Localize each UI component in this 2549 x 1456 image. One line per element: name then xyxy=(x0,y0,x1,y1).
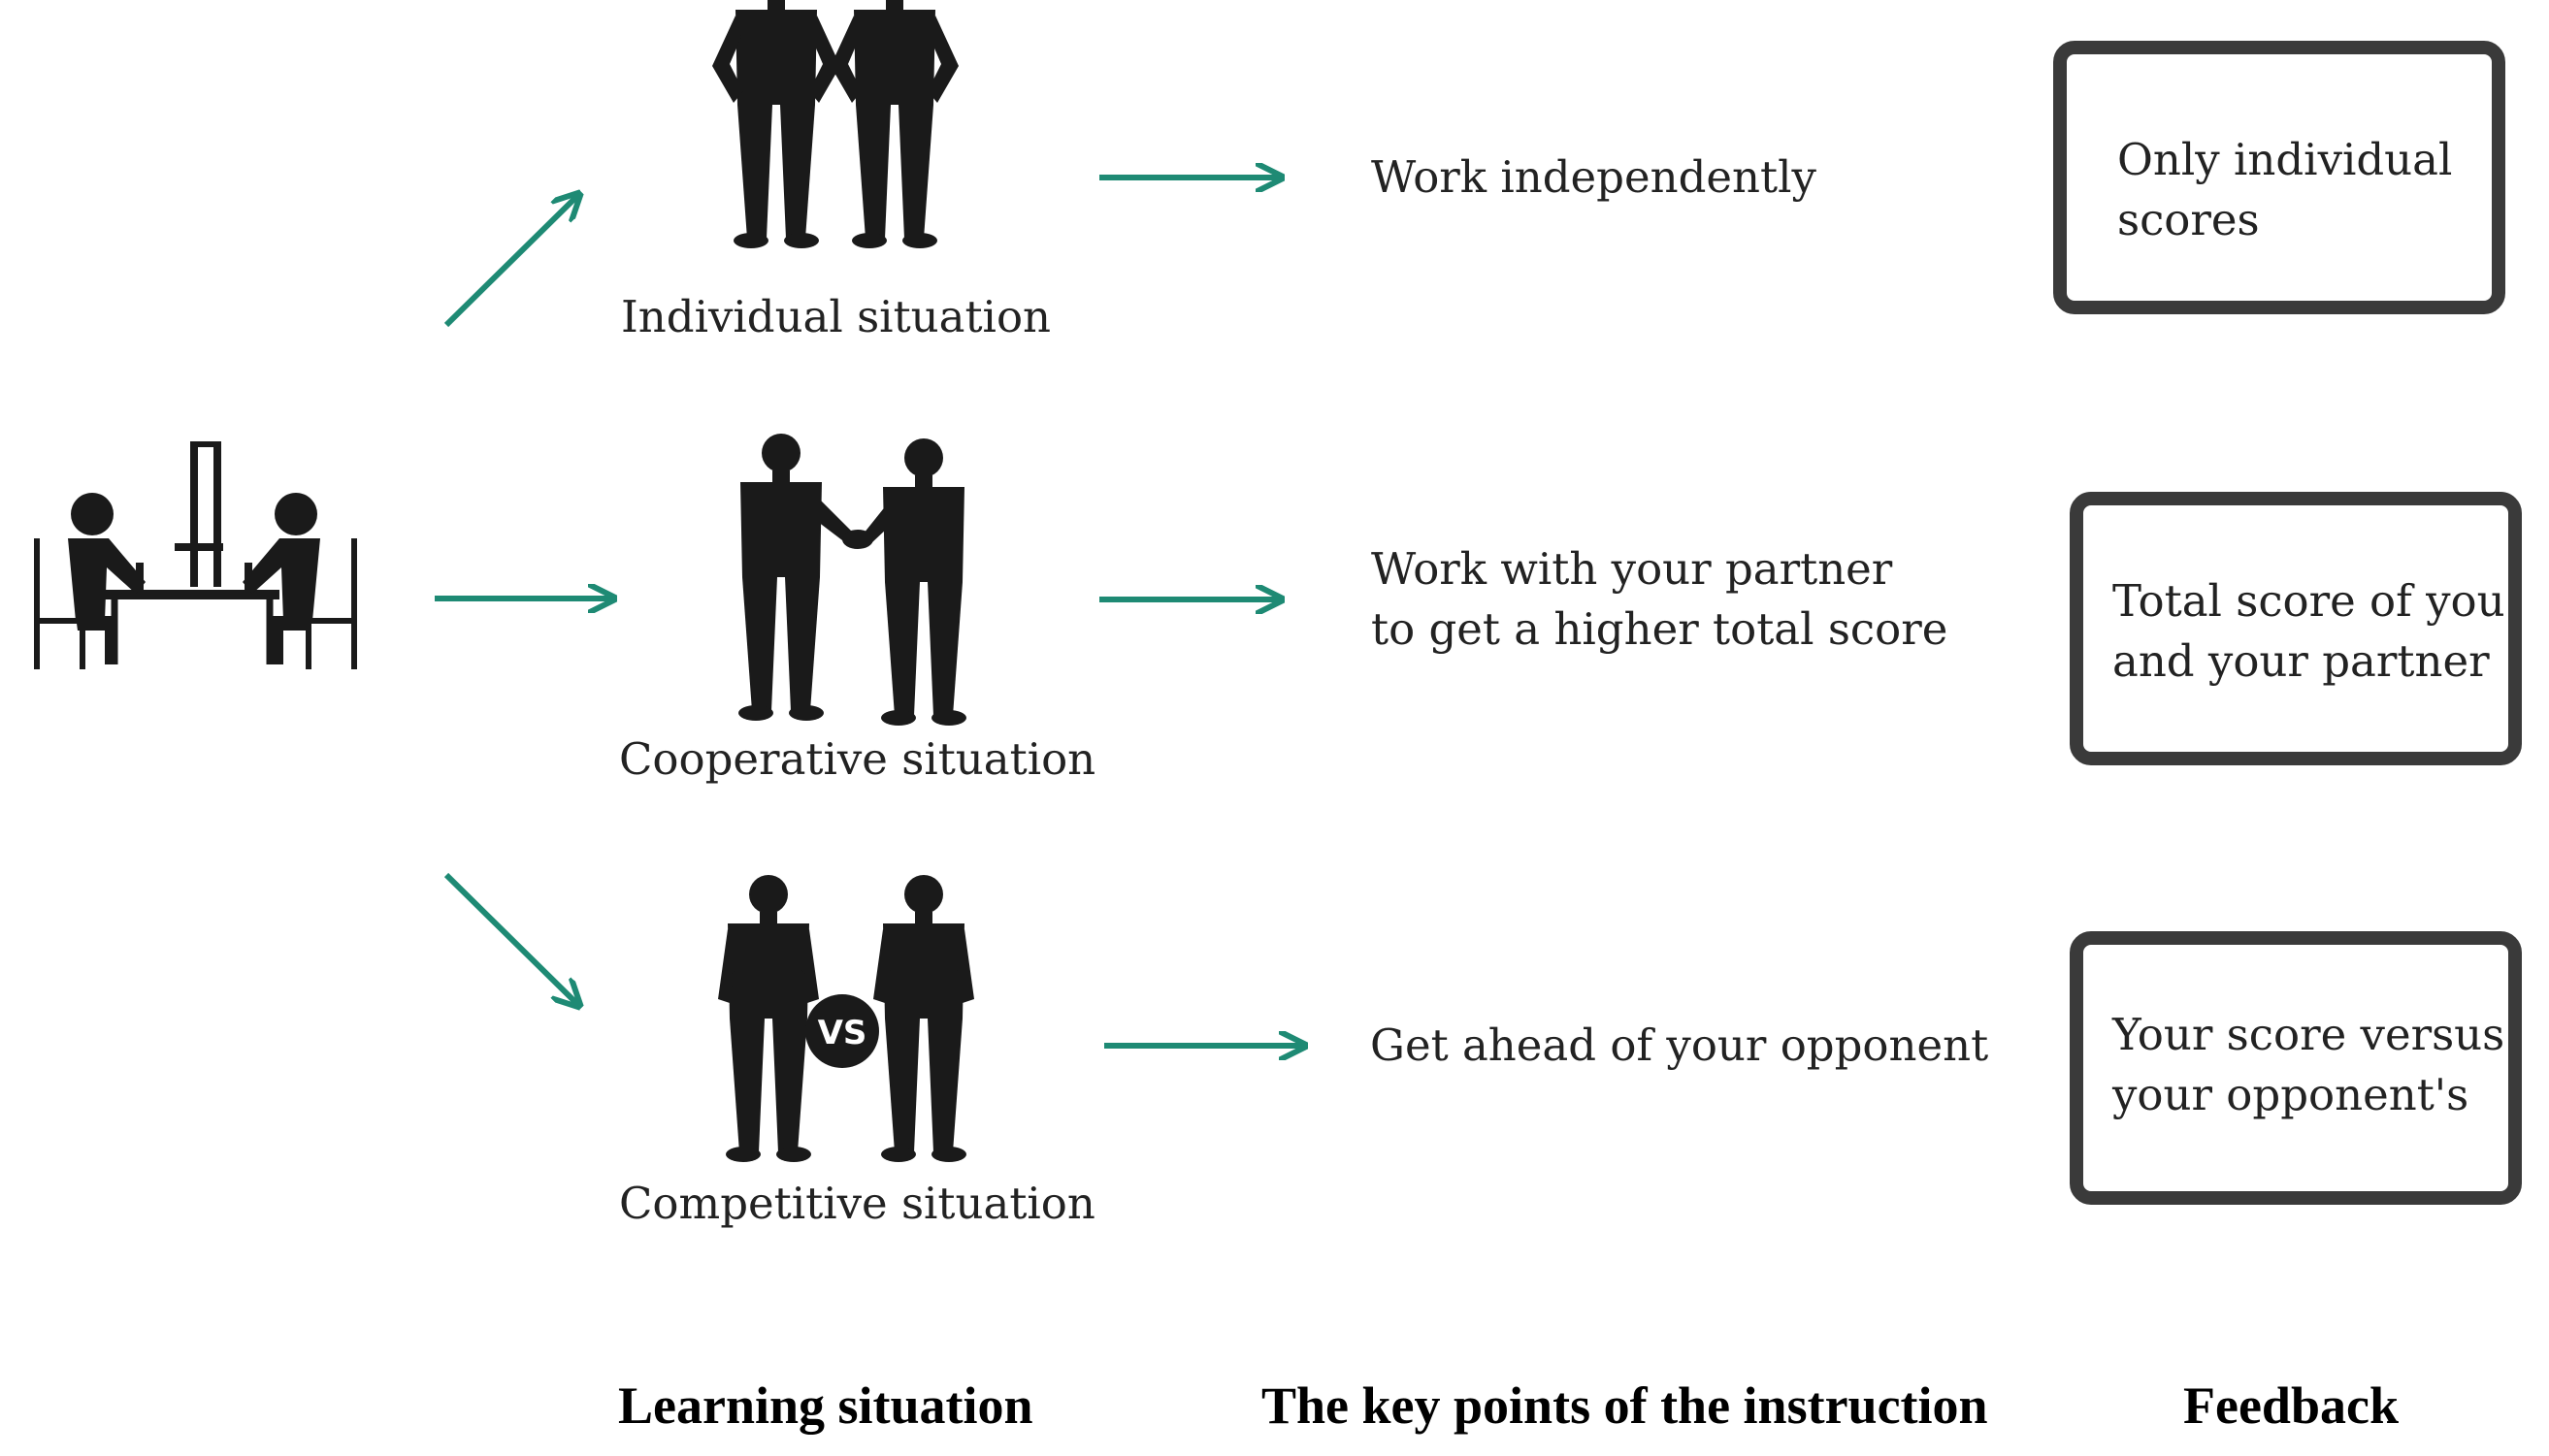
feedback-box-individual: Only individual scores xyxy=(2053,41,2505,314)
arrow-to-competitive xyxy=(443,872,577,1004)
feedback-box-cooperative: Total score of you and your partner xyxy=(2070,492,2522,765)
feedback-competitive-line-2: your opponent's xyxy=(2112,1069,2469,1120)
situation-label-individual: Individual situation xyxy=(621,291,1052,342)
situation-label-cooperative: Cooperative situation xyxy=(619,733,1096,785)
students-at-table-icon xyxy=(34,441,357,669)
header-feedback: Feedback xyxy=(2183,1376,2399,1435)
instruction-individual: Work independently xyxy=(1371,147,1816,208)
feedback-cooperative-line-2: and your partner xyxy=(2112,635,2490,687)
feedback-box-competitive: Your score versus your opponent's xyxy=(2070,931,2522,1205)
vs-badge-text: VS xyxy=(818,1014,867,1052)
two-businessmen-standing-icon xyxy=(712,0,959,248)
businessmen-versus-icon: VS xyxy=(718,875,974,1162)
instruction-competitive: Get ahead of your opponent xyxy=(1370,1016,1988,1076)
vs-badge xyxy=(805,994,879,1068)
header-key-points: The key points of the instruction xyxy=(1261,1376,1988,1435)
feedback-individual-line-2: scores xyxy=(2117,194,2260,245)
instruction-cooperative-line-2: to get a higher total score xyxy=(1371,603,1948,655)
situation-label-competitive: Competitive situation xyxy=(619,1178,1095,1229)
feedback-cooperative-line-1: Total score of you xyxy=(2112,575,2505,627)
feedback-individual-text: Only individual scores xyxy=(2117,130,2452,250)
instruction-competitive-line-1: Get ahead of your opponent xyxy=(1370,1019,1989,1071)
feedback-individual-line-1: Only individual xyxy=(2117,134,2453,185)
handshake-icon xyxy=(738,434,966,726)
instruction-cooperative: Work with your partner to get a higher t… xyxy=(1371,539,1947,660)
header-learning-situation: Learning situation xyxy=(618,1376,1033,1435)
feedback-competitive-text: Your score versus your opponent's xyxy=(2112,1005,2504,1125)
instruction-cooperative-line-1: Work with your partner xyxy=(1371,543,1893,595)
instruction-individual-line-1: Work independently xyxy=(1371,151,1816,203)
feedback-cooperative-text: Total score of you and your partner xyxy=(2112,571,2505,692)
arrow-to-individual xyxy=(443,196,577,328)
feedback-competitive-line-1: Your score versus xyxy=(2112,1009,2505,1060)
